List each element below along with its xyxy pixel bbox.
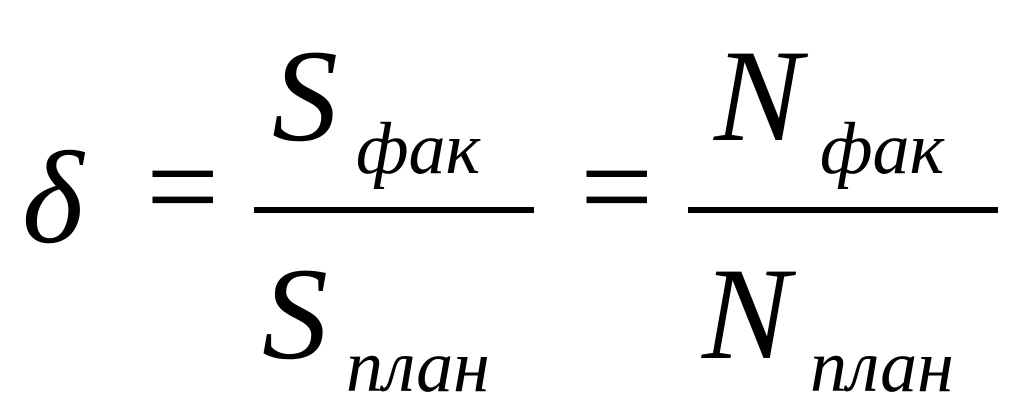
- delta-symbol: δ: [22, 124, 84, 271]
- fraction-2-numerator-base: N: [714, 22, 803, 169]
- equals-sign-1: =: [146, 115, 220, 259]
- fraction-1-numerator-subscript: фак: [356, 108, 481, 190]
- fraction-1-denominator-base: S: [262, 240, 328, 387]
- equals-sign-2: =: [580, 115, 654, 259]
- fraction-2-bar: [688, 207, 998, 213]
- fraction-1-denominator-subscript: план: [346, 326, 490, 408]
- fraction-1-bar: [254, 207, 534, 213]
- fraction-2-denominator-subscript: план: [810, 326, 954, 408]
- fraction-2-numerator-subscript: фак: [820, 108, 945, 190]
- fraction-2-denominator-base: N: [702, 240, 791, 387]
- fraction-1-numerator-base: S: [272, 22, 338, 169]
